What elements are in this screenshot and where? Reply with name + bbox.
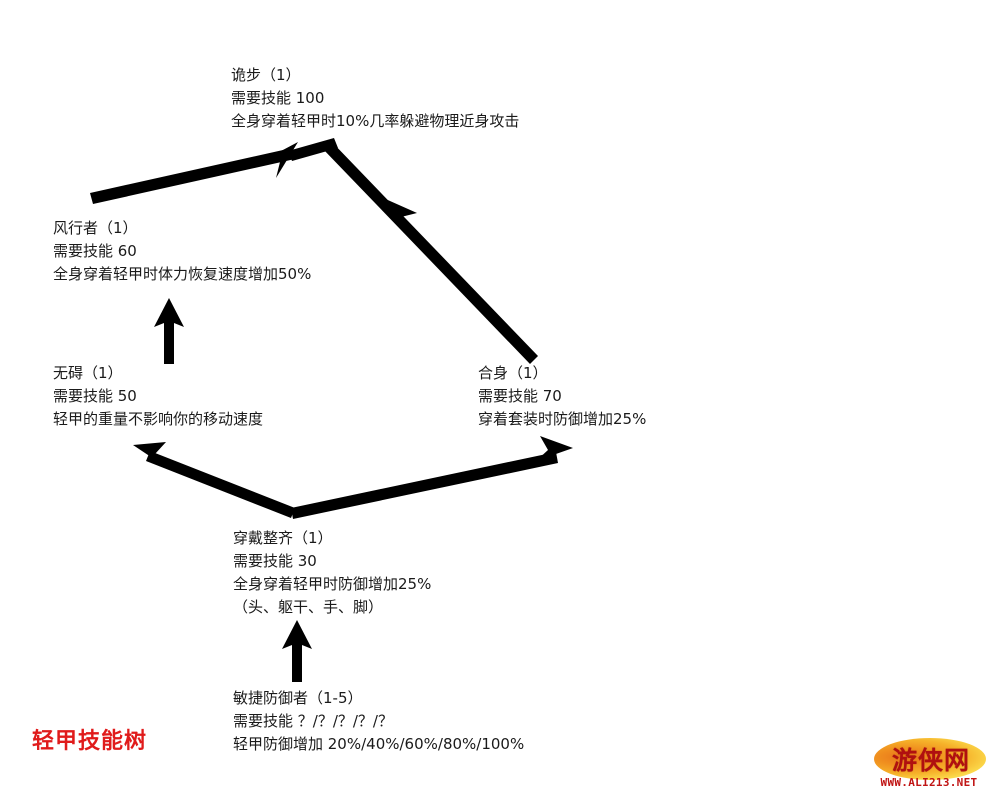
watermark-url: WWW.ALI213.NET xyxy=(880,776,978,789)
skill-effect: 轻甲防御增加 20%/40%/60%/80%/100% xyxy=(233,735,525,753)
arrow-well-fitted-to-custom-fit xyxy=(291,436,573,519)
skill-name: 敏捷防御者（1-5） xyxy=(233,689,363,707)
skill-node-well-fitted[interactable]: 穿戴整齐（1） 需要技能 30 全身穿着轻甲时防御增加25% （头、躯干、手、脚… xyxy=(233,527,431,619)
skill-requirement: 需要技能 100 xyxy=(231,89,325,107)
skill-name: 风行者（1） xyxy=(53,219,138,237)
skill-node-wind-walker[interactable]: 风行者（1） 需要技能 60 全身穿着轻甲时体力恢复速度增加50% xyxy=(53,217,311,286)
skill-node-agile-defender[interactable]: 敏捷防御者（1-5） 需要技能 ？/？/？/？/？ 轻甲防御增加 20%/40%… xyxy=(233,687,524,756)
skill-effect-extra: （头、躯干、手、脚） xyxy=(233,598,384,616)
skill-requirement: 需要技能 60 xyxy=(53,242,137,260)
skill-requirement: 需要技能 30 xyxy=(233,552,317,570)
skill-requirement: 需要技能 ？/？/？/？/？ xyxy=(233,712,393,730)
skill-name: 诡步（1） xyxy=(231,66,301,84)
arrow-agile-defender-to-well-fitted xyxy=(282,620,312,682)
skill-node-unhindered[interactable]: 无碍（1） 需要技能 50 轻甲的重量不影响你的移动速度 xyxy=(53,362,263,431)
arrow-custom-fit-to-light-step xyxy=(381,197,417,233)
skill-name: 穿戴整齐（1） xyxy=(233,529,333,547)
arrow-unhindered-to-wind-walker xyxy=(154,298,184,364)
skill-node-light-step[interactable]: 诡步（1） 需要技能 100 全身穿着轻甲时10%几率躲避物理近身攻击 xyxy=(231,64,519,133)
skill-effect: 全身穿着轻甲时防御增加25% xyxy=(233,575,432,593)
arrow-well-fitted-to-unhindered xyxy=(133,442,295,518)
skill-requirement: 需要技能 50 xyxy=(53,387,137,405)
skill-node-custom-fit[interactable]: 合身（1） 需要技能 70 穿着套装时防御增加25% xyxy=(478,362,646,431)
site-watermark: 游侠网 WWW.ALI213.NET xyxy=(866,736,992,796)
skill-effect: 轻甲的重量不影响你的移动速度 xyxy=(53,410,264,428)
skill-name: 无碍（1） xyxy=(53,364,123,382)
watermark-brand: 游侠网 xyxy=(891,746,970,775)
page-title: 轻甲技能树 xyxy=(32,729,148,754)
skill-effect: 全身穿着轻甲时体力恢复速度增加50% xyxy=(53,265,312,283)
watermark-oval-icon xyxy=(874,738,986,780)
skill-name: 合身（1） xyxy=(478,364,548,382)
skill-effect: 穿着套装时防御增加25% xyxy=(478,410,647,428)
arrow-segment-apex-to-custom-fit xyxy=(288,138,538,364)
skill-requirement: 需要技能 70 xyxy=(478,387,562,405)
skill-effect: 全身穿着轻甲时10%几率躲避物理近身攻击 xyxy=(231,112,520,130)
arrow-wind-walker-to-light-step xyxy=(90,142,298,204)
